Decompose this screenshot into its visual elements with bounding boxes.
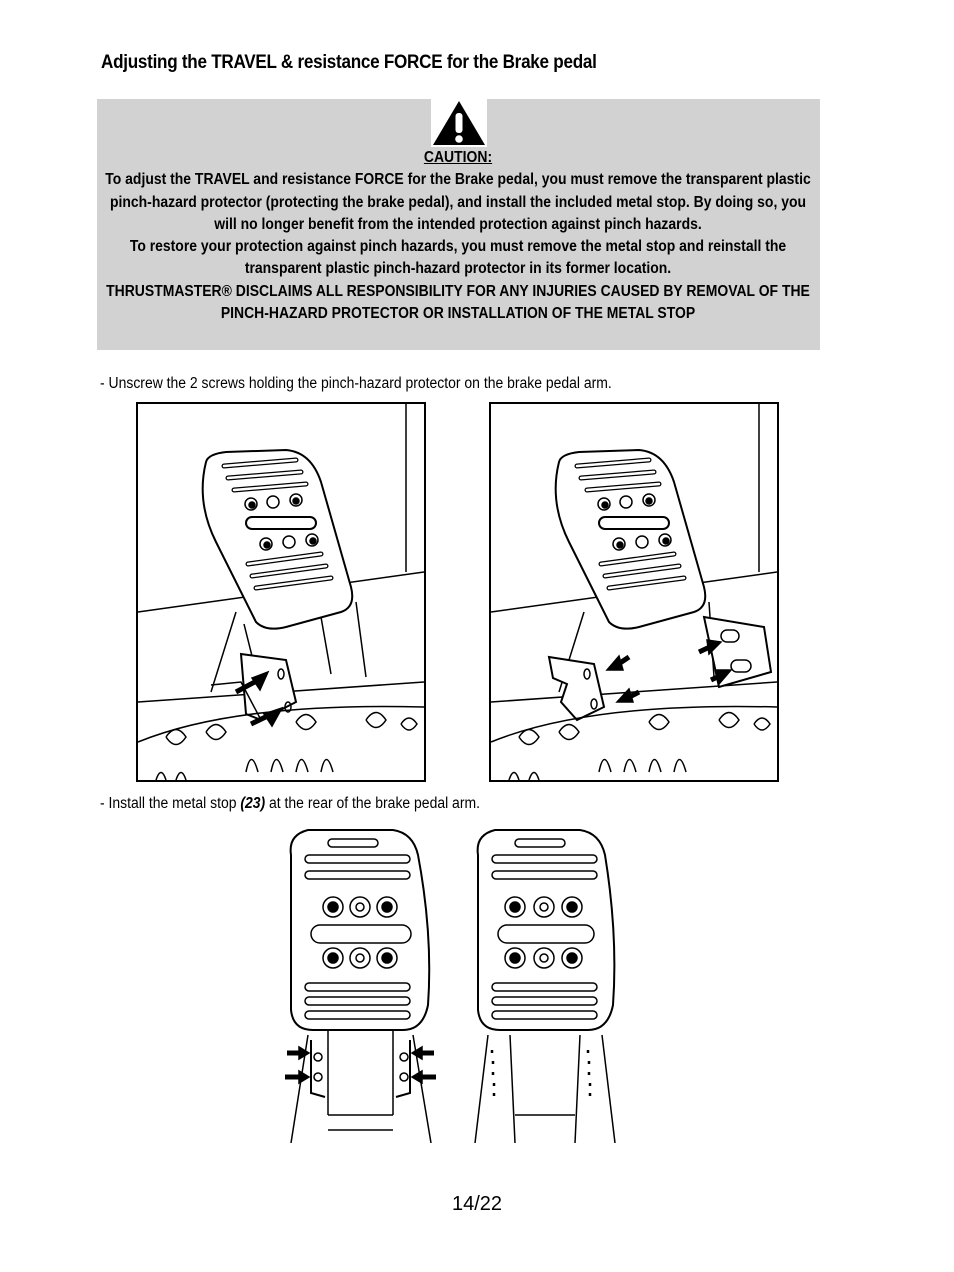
figure-metal-stop-installed <box>470 825 620 1143</box>
caution-label: CAUTION: <box>423 149 493 166</box>
part-reference: (23) <box>240 795 266 812</box>
page-number: 14/22 <box>451 1193 503 1215</box>
figure-unscrew-before <box>136 402 426 782</box>
caution-disclaimer: THRUSTMASTER® DISCLAIMS ALL RESPONSIBILI… <box>106 282 810 323</box>
step2-text-suffix: at the rear of the brake pedal arm. <box>265 795 480 812</box>
caution-text: CAUTION: To adjust the TRAVEL and resist… <box>97 147 820 325</box>
warning-triangle-icon <box>431 99 487 147</box>
figure-metal-stop-rear-arrows <box>283 825 438 1143</box>
figure-unscrew-after <box>489 402 779 782</box>
caution-paragraph-2: To restore your protection against pinch… <box>129 238 787 278</box>
step2-text-prefix: - Install the metal stop <box>100 795 241 812</box>
caution-box: CAUTION: To adjust the TRAVEL and resist… <box>97 99 820 350</box>
step-unscrew: - Unscrew the 2 screws holding the pinch… <box>100 375 612 392</box>
page-title: Adjusting the TRAVEL & resistance FORCE … <box>101 52 597 73</box>
step-install-metal-stop: - Install the metal stop (23) at the rea… <box>100 795 480 813</box>
caution-paragraph-1: To adjust the TRAVEL and resistance FORC… <box>105 171 811 233</box>
